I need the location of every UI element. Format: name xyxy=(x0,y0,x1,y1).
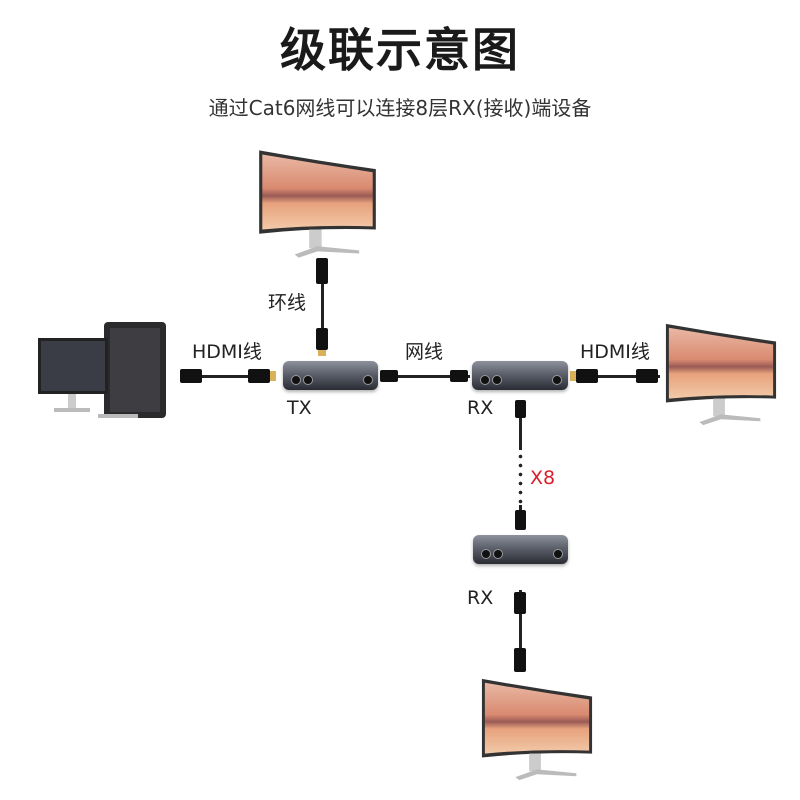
hdmi-connector xyxy=(576,369,598,383)
bottom-monitor xyxy=(478,673,596,785)
lan-cable xyxy=(380,375,470,378)
loop-cable xyxy=(321,270,324,330)
top-monitor xyxy=(255,146,380,261)
label-cascade-count: X8 xyxy=(530,467,556,489)
rx-extender-bottom xyxy=(473,535,568,564)
hdmi-cable-left xyxy=(180,375,270,378)
label-lan-cable: 网线 xyxy=(405,341,444,363)
tx-extender xyxy=(283,361,378,390)
hdmi-connector xyxy=(514,592,526,614)
computer-pc xyxy=(38,322,166,418)
hdmi-connector xyxy=(636,369,658,383)
hdmi-connector xyxy=(248,369,270,383)
label-rx: RX xyxy=(467,397,494,419)
label-hdmi-right: HDMI线 xyxy=(580,341,650,363)
rx-extender xyxy=(472,361,568,390)
label-rx-bottom: RX xyxy=(467,587,494,609)
hdmi-connector xyxy=(180,369,202,383)
rj45-connector xyxy=(515,510,526,530)
hdmi-tip xyxy=(570,371,576,381)
hdmi-cable-bottom xyxy=(519,590,522,670)
label-hdmi-left: HDMI线 xyxy=(192,341,262,363)
hdmi-tip xyxy=(270,371,276,381)
rj45-connector xyxy=(450,370,468,382)
hdmi-cable-right xyxy=(575,375,660,378)
cascade-dots xyxy=(518,452,523,507)
label-loop-cable: 环线 xyxy=(268,292,307,314)
hdmi-tip xyxy=(318,350,326,356)
page-subtitle: 通过Cat6网线可以连接8层RX(接收)端设备 xyxy=(208,96,592,120)
hdmi-connector xyxy=(514,648,526,672)
hdmi-connector xyxy=(316,258,328,284)
lan-cable-cascade xyxy=(519,400,522,450)
right-monitor xyxy=(662,318,780,430)
label-tx: TX xyxy=(287,397,312,419)
rj45-connector xyxy=(380,370,398,382)
page-title: 级联示意图 xyxy=(280,23,520,77)
rj45-connector xyxy=(515,400,526,418)
hdmi-connector xyxy=(316,328,328,350)
